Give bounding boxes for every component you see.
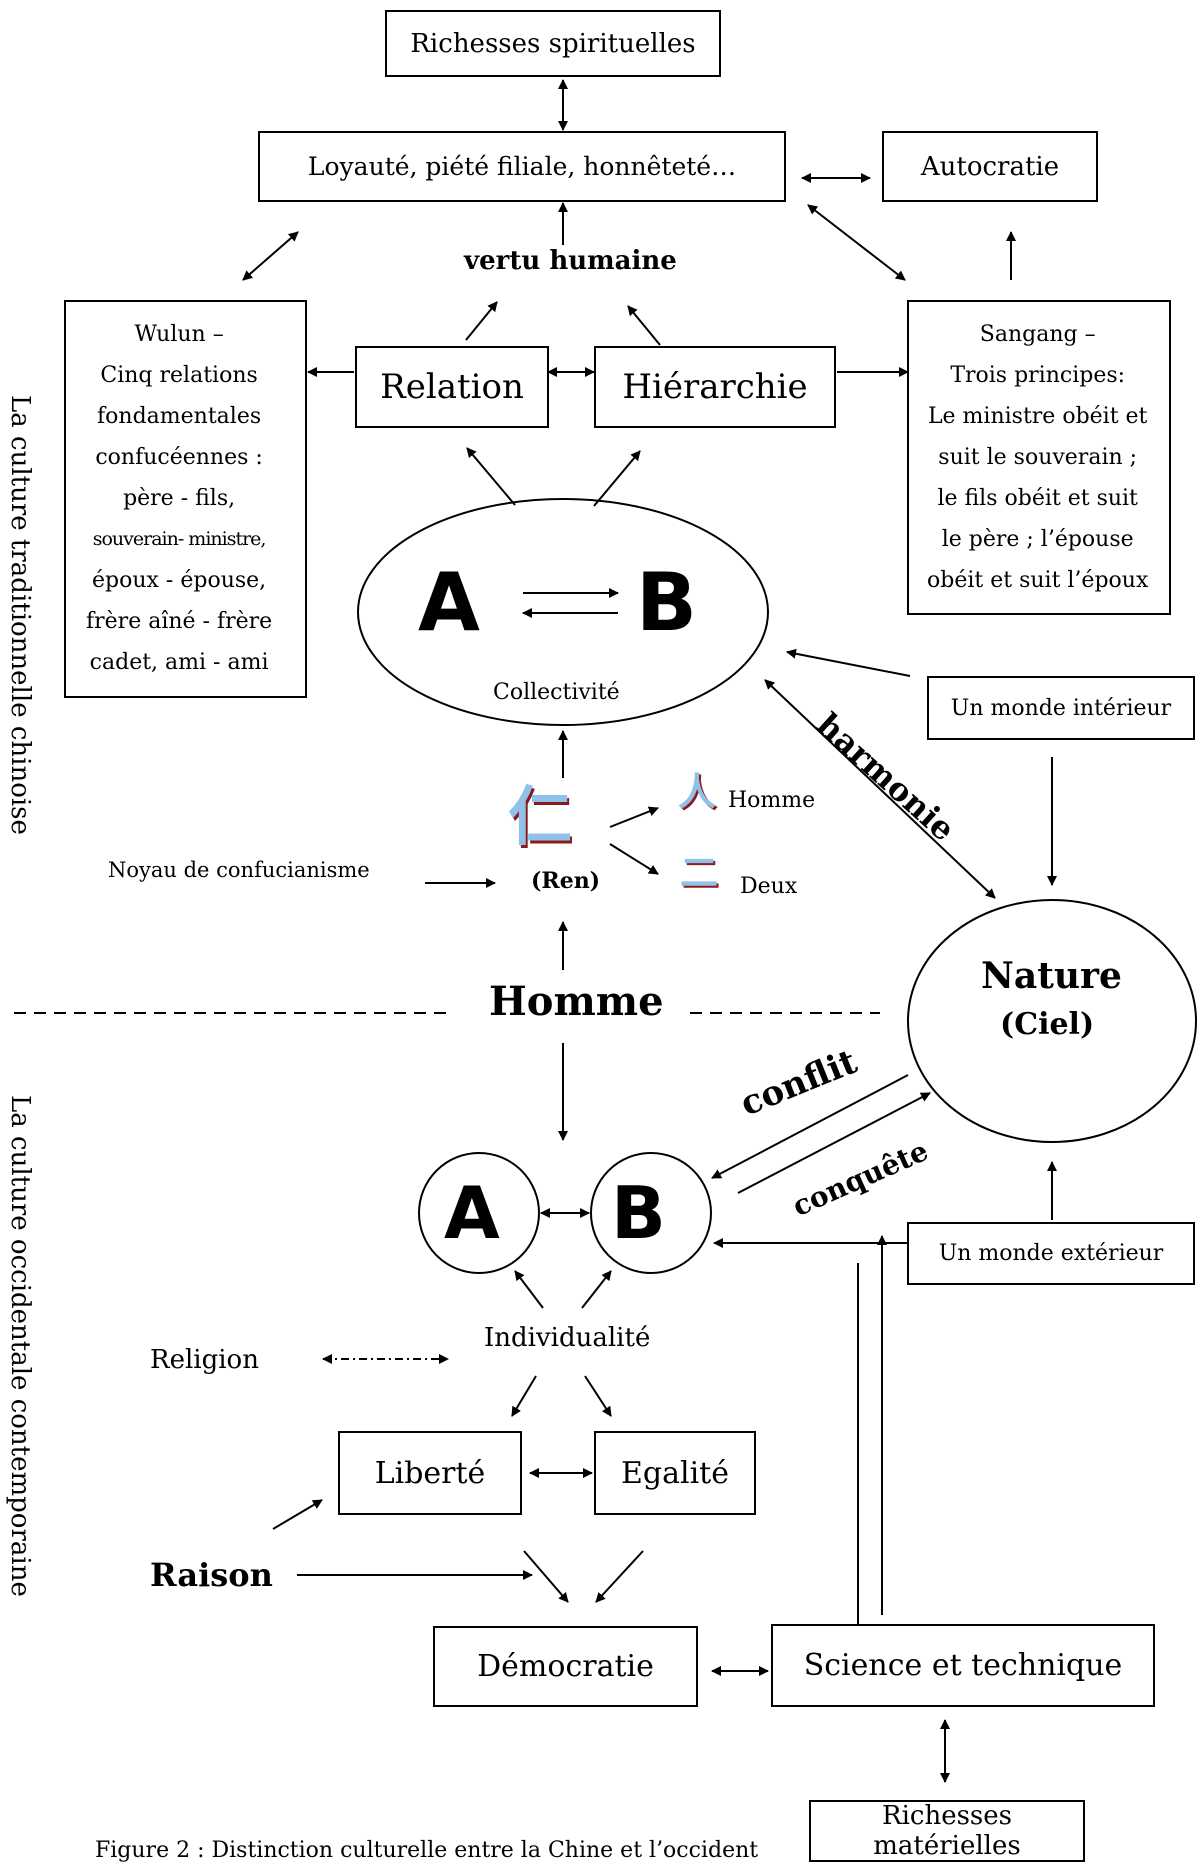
sangang-line: Trois principes: bbox=[950, 363, 1126, 388]
democratie-box: Démocratie bbox=[433, 1626, 698, 1707]
sangang-box: Sangang – Trois principes: Le ministre o… bbox=[907, 300, 1171, 615]
religion-label: Religion bbox=[150, 1345, 259, 1375]
arrow-hierarchie-vertu bbox=[627, 305, 661, 346]
loyaute-label: Loyauté, piété filiale, honnêteté… bbox=[307, 152, 737, 181]
arrow-loyaute-sangang bbox=[807, 204, 906, 281]
letter-b-top: B bbox=[636, 556, 697, 649]
side-label-western: La culture occidentale contemporaine bbox=[5, 1095, 35, 1597]
homme-small-label: Homme bbox=[728, 788, 816, 813]
wulun-text: Wulun – Cinq relations fondamentales con… bbox=[86, 314, 272, 683]
sangang-line: Sangang – bbox=[979, 322, 1096, 347]
liberte-box: Liberté bbox=[338, 1431, 522, 1515]
ren-er-character: 二 bbox=[680, 850, 719, 895]
ren-label: (Ren) bbox=[531, 868, 601, 894]
liberte-label: Liberté bbox=[374, 1455, 486, 1491]
deux-label: Deux bbox=[740, 874, 798, 899]
monde-exterieur-box: Un monde extérieur bbox=[907, 1222, 1195, 1285]
richesses-spirituelles-label: Richesses spirituelles bbox=[410, 28, 696, 59]
noyau-label: Noyau de confucianisme bbox=[108, 858, 370, 882]
arrow-conquete bbox=[737, 1092, 931, 1194]
ciel-label: (Ciel) bbox=[1000, 1007, 1095, 1042]
sangang-line: le fils obéit et suit bbox=[937, 486, 1138, 511]
richesses-spirituelles-box: Richesses spirituelles bbox=[385, 10, 721, 77]
wulun-line: frère aîné - frère bbox=[86, 609, 273, 634]
circle-b bbox=[590, 1152, 712, 1274]
loyaute-box: Loyauté, piété filiale, honnêteté… bbox=[258, 131, 786, 202]
sangang-line: obéit et suit l’époux bbox=[927, 568, 1149, 593]
egalite-label: Egalité bbox=[621, 1455, 729, 1491]
ren-character: 仁 bbox=[508, 780, 572, 855]
relation-label: Relation bbox=[380, 367, 524, 407]
wulun-line: Wulun – bbox=[134, 322, 224, 347]
science-label: Science et technique bbox=[803, 1648, 1123, 1683]
nature-ellipse bbox=[907, 899, 1197, 1143]
homme-big-label: Homme bbox=[489, 978, 664, 1025]
raison-label: Raison bbox=[150, 1556, 273, 1594]
circle-a bbox=[418, 1152, 540, 1274]
wulun-line: père - fils, bbox=[123, 486, 236, 511]
arrow-collectivite-relation bbox=[466, 447, 516, 506]
sangang-line: suit le souverain ; bbox=[938, 445, 1138, 470]
monde-interieur-label: Un monde intérieur bbox=[950, 695, 1172, 721]
autocratie-label: Autocratie bbox=[920, 151, 1060, 182]
nature-label: Nature bbox=[981, 955, 1122, 997]
richesses-materielles-label: Richesses matérielles bbox=[873, 1801, 1021, 1861]
wulun-line: souverain- ministre, bbox=[92, 528, 267, 550]
egalite-box: Egalité bbox=[594, 1431, 756, 1515]
arrow-indiv-egalite bbox=[584, 1375, 612, 1417]
arrow-indiv-a bbox=[514, 1270, 544, 1309]
science-box: Science et technique bbox=[771, 1624, 1155, 1707]
hierarchie-label: Hiérarchie bbox=[622, 367, 808, 407]
sangang-text: Sangang – Trois principes: Le ministre o… bbox=[927, 314, 1148, 601]
wulun-line: confucéennes : bbox=[95, 445, 263, 470]
arrow-ren-deux bbox=[609, 843, 659, 875]
figure-caption: Figure 2 : Distinction culturelle entre … bbox=[95, 1838, 759, 1863]
arrow-relation-vertu bbox=[465, 301, 498, 341]
arrow-ren-ren bbox=[609, 806, 659, 828]
democratie-label: Démocratie bbox=[477, 1649, 654, 1684]
arrow-indiv-b bbox=[581, 1270, 612, 1309]
sangang-line: Le ministre obéit et bbox=[927, 404, 1148, 429]
letter-b-bottom: B bbox=[611, 1171, 666, 1255]
autocratie-box: Autocratie bbox=[882, 131, 1098, 202]
letter-a-top: A bbox=[418, 556, 480, 649]
hierarchie-box: Hiérarchie bbox=[594, 346, 836, 428]
arrow-harmonie bbox=[764, 679, 996, 899]
side-label-traditional: La culture traditionnelle chinoise bbox=[5, 395, 35, 835]
arrow-indiv-liberte bbox=[511, 1375, 537, 1417]
individualite-label: Individualité bbox=[484, 1323, 651, 1353]
monde-interieur-box: Un monde intérieur bbox=[927, 676, 1195, 740]
arrow-loyaute-wulun bbox=[242, 231, 299, 281]
arrow-conflit bbox=[711, 1074, 909, 1179]
arrow-raison-liberte bbox=[272, 1499, 323, 1530]
vertu-humaine-label: vertu humaine bbox=[464, 246, 677, 276]
arrow-liberte-democratie bbox=[523, 1550, 569, 1603]
wulun-box: Wulun – Cinq relations fondamentales con… bbox=[64, 300, 307, 698]
monde-exterieur-label: Un monde extérieur bbox=[938, 1241, 1164, 1266]
wulun-line: cadet, ami - ami bbox=[89, 650, 269, 675]
richesses-materielles-box: Richesses matérielles bbox=[809, 1800, 1085, 1862]
arrow-collectivite-hierarchie bbox=[593, 450, 641, 507]
arrow-interieur-collectivite bbox=[786, 648, 911, 677]
collectivite-ellipse bbox=[357, 498, 769, 726]
wulun-line: Cinq relations bbox=[100, 363, 258, 388]
wulun-line: époux - épouse, bbox=[92, 568, 267, 593]
letter-a-bottom: A bbox=[444, 1171, 500, 1255]
ren-ren-character: 人 bbox=[678, 769, 717, 814]
relation-box: Relation bbox=[355, 346, 549, 428]
sangang-line: le père ; l’épouse bbox=[941, 527, 1134, 552]
collectivite-label: Collectivité bbox=[493, 680, 620, 705]
wulun-line: fondamentales bbox=[97, 404, 262, 429]
arrow-egalite-democratie bbox=[595, 1550, 644, 1603]
